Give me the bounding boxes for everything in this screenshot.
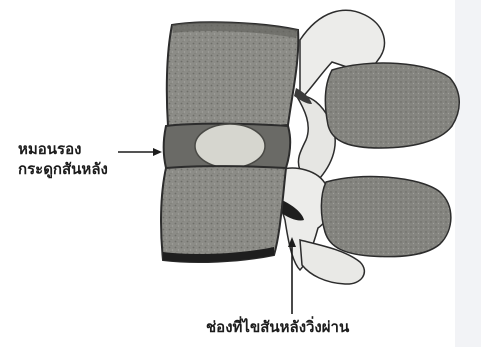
lower-vertebral-body bbox=[161, 166, 286, 262]
upper-vertebral-body bbox=[167, 22, 299, 127]
facet-joints bbox=[321, 63, 459, 257]
nucleus-pulposus bbox=[195, 124, 265, 168]
disc-label-line1: หมอนรอง bbox=[18, 140, 81, 159]
disc-label-line2: กระดูกสันหลัง bbox=[18, 160, 108, 179]
intervertebral-disc bbox=[164, 124, 290, 170]
page-edge bbox=[455, 0, 481, 347]
disc-pointer-arrow bbox=[118, 148, 162, 156]
spinal-canal-label: ช่องที่ไขสันหลังวิ่งผ่าน bbox=[206, 318, 349, 337]
